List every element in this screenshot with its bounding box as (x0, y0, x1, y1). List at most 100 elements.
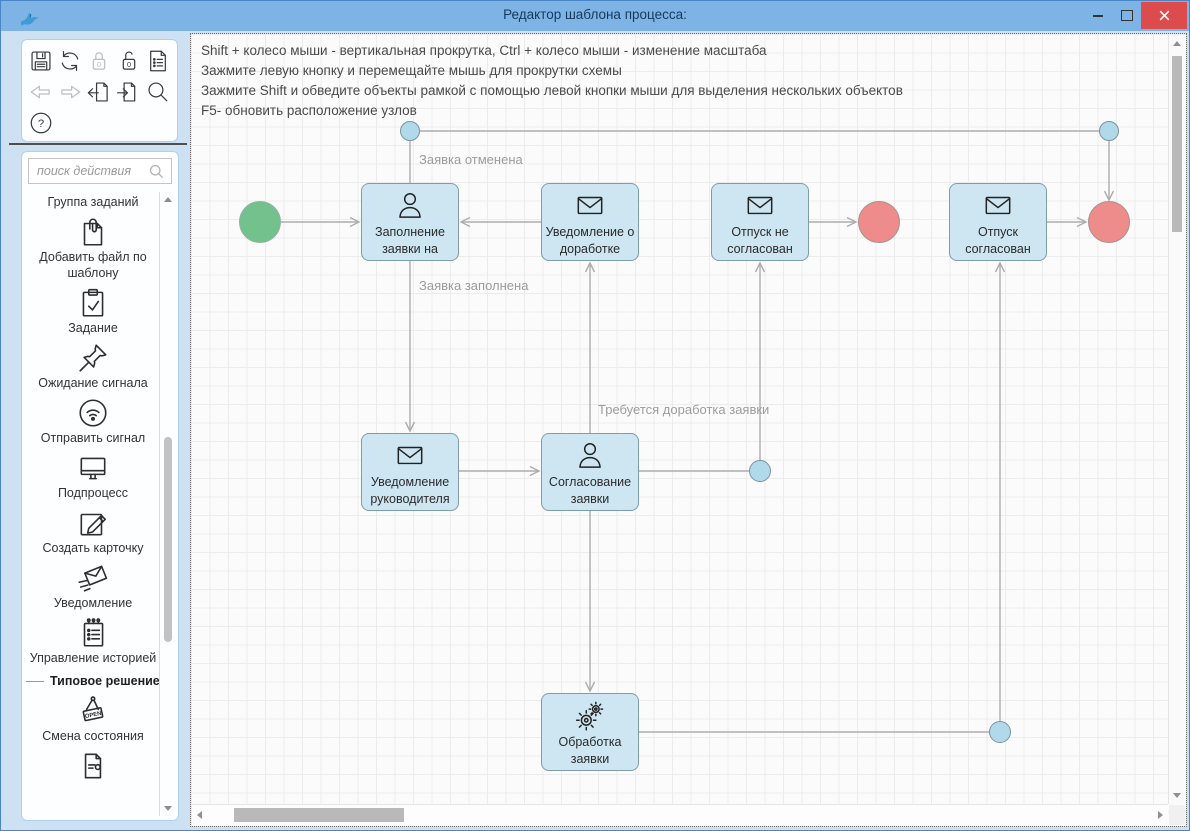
arrowhead-icon (584, 261, 596, 273)
properties-button[interactable] (144, 47, 172, 75)
sidebar-item-send-signal[interactable]: Отправить сигнал (41, 396, 145, 446)
clipboard-check-icon (82, 288, 104, 317)
node-rework-notice[interactable]: Уведомление о доработке заявки (541, 183, 639, 261)
canvas-horizontal-scrollbar[interactable] (192, 804, 1168, 825)
scroll-right-icon[interactable] (1158, 811, 1163, 819)
person-icon (399, 193, 421, 218)
start-event-start-event[interactable] (239, 201, 281, 243)
unlock-button[interactable]: 0 (115, 47, 143, 75)
pushpin-icon (79, 344, 107, 372)
splitter-line[interactable] (9, 143, 187, 145)
lock-button[interactable]: 0 (85, 47, 113, 75)
page-arrow-right-icon (116, 81, 136, 102)
bird-icon (21, 13, 39, 26)
titlebar: Редактор шаблона процесса: (1, 1, 1189, 31)
save-button[interactable] (27, 47, 55, 75)
help-button[interactable]: ? (27, 109, 55, 137)
node-label: Отпуск не согласован (727, 225, 793, 256)
envelope-fly-icon (78, 565, 108, 592)
sidebar-item-subprocess[interactable]: Подпроцесс (58, 451, 128, 501)
import-button[interactable] (85, 78, 113, 106)
arrowhead-icon (994, 261, 1006, 273)
sidebar-scroll-thumb[interactable] (164, 437, 172, 642)
sidebar-item-clipped-item[interactable] (76, 749, 110, 783)
svg-text:0: 0 (97, 60, 101, 69)
redo-button[interactable] (56, 78, 84, 106)
sidebar-item-task-group[interactable]: Группа заданий (48, 194, 139, 210)
sidebar-item-label: Управление историей (29, 651, 157, 665)
sidebar-item-state-change[interactable]: OPEN Смена состояния (42, 694, 144, 744)
node-vacation-approved[interactable]: Отпуск согласован (949, 183, 1047, 261)
refresh-button[interactable] (56, 47, 84, 75)
open-sign-icon: OPEN (82, 696, 104, 722)
sidebar-item-label: Подпроцесс (57, 486, 129, 500)
help-icon: ? (30, 112, 52, 133)
sidebar-item-label: Добавить файл по шаблону (39, 250, 147, 280)
sidebar-item-task[interactable]: Задание (68, 286, 118, 336)
node-label: Уведомление руководителя (370, 475, 450, 506)
sidebar-item-notification[interactable]: Уведомление (54, 561, 132, 611)
sidebar-item-label: Ожидание сигнала (38, 376, 148, 390)
export-button[interactable] (115, 78, 143, 106)
connector-event-connector-denied[interactable] (749, 460, 771, 482)
svg-text:?: ? (38, 118, 44, 130)
minimize-button[interactable] (1083, 2, 1112, 29)
search-input[interactable] (29, 164, 148, 178)
search-box (28, 158, 172, 184)
canvas-vertical-scrollbar[interactable] (1168, 35, 1185, 804)
node-manager-notice[interactable]: Уведомление руководителя (361, 433, 459, 511)
arrowhead-icon (1076, 216, 1088, 228)
connector-event-connector-cancel-left[interactable] (400, 121, 420, 141)
help-line: F5- обновить расположение узлов (201, 103, 417, 118)
node-approve-request[interactable]: Согласование заявки (541, 433, 639, 511)
arrowhead-icon (349, 216, 361, 228)
arrowhead-icon (754, 261, 766, 273)
scroll-down-icon[interactable] (1173, 793, 1181, 798)
sidebar-item-wait-signal[interactable]: Ожидание сигнала (38, 341, 148, 391)
maximize-icon (1120, 10, 1133, 21)
scroll-down-icon[interactable] (164, 806, 172, 811)
canvas-help-text: Shift + колесо мыши - вертикальная прокр… (201, 41, 903, 121)
arrowhead-icon (529, 465, 541, 477)
sidebar-item-label: Смена состояния (42, 729, 144, 743)
maximize-button[interactable] (1112, 2, 1141, 29)
node-label: Обработка заявки (558, 735, 622, 766)
node-process-request[interactable]: Обработка заявки (541, 693, 639, 771)
sidebar-group-standard-solution: Типовое решение (26, 674, 160, 688)
arrowhead-icon (584, 681, 596, 693)
undo-button[interactable] (27, 78, 55, 106)
horizontal-scroll-thumb[interactable] (234, 808, 404, 822)
node-label: Согласование заявки (548, 475, 632, 506)
sidebar-item-history-management[interactable]: Управление историей (29, 616, 157, 666)
connector-event-connector-approved[interactable] (989, 721, 1011, 743)
end-event-end-event-approved[interactable] (1088, 201, 1130, 243)
sidebar-scrollbar[interactable] (159, 192, 175, 816)
close-button[interactable] (1141, 2, 1187, 29)
sidebar-item-add-file-template[interactable]: Добавить файл по шаблону (26, 215, 160, 281)
sidebar-item-label: Уведомление (53, 596, 133, 610)
node-vacation-denied[interactable]: Отпуск не согласован (711, 183, 809, 261)
arrow-left-icon (30, 85, 50, 98)
sidebar-item-create-card[interactable]: Создать карточку (43, 506, 143, 556)
connector-event-connector-cancel-right[interactable] (1099, 121, 1119, 141)
toolbar-panel: 0 0? (21, 39, 178, 142)
minimize-icon (1092, 14, 1103, 17)
zoom-button[interactable] (144, 78, 172, 106)
envelope-icon (747, 196, 773, 215)
toolbar: 0 0? (26, 45, 173, 138)
scroll-up-icon[interactable] (1173, 41, 1181, 46)
diagram-canvas[interactable]: Shift + колесо мыши - вертикальная прокр… (190, 33, 1187, 827)
list-doc-icon (150, 50, 167, 71)
scroll-up-icon[interactable] (164, 197, 172, 202)
sidebar-item-label: Задание (68, 321, 118, 335)
search-icon (149, 164, 164, 178)
close-icon (1159, 10, 1169, 21)
scroll-left-icon[interactable] (197, 811, 202, 819)
envelope-icon (985, 196, 1011, 215)
edge-label: Заявка отменена (419, 152, 523, 167)
node-fill-request[interactable]: Заполнение заявки на отпуск (361, 183, 459, 261)
window-controls (1083, 2, 1187, 29)
vertical-scroll-thumb[interactable] (1172, 56, 1182, 232)
end-event-end-event-denied[interactable] (858, 201, 900, 243)
